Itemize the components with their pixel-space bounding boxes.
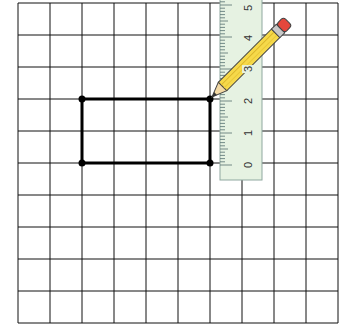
ruler-number: 0 bbox=[242, 161, 254, 169]
ruler-number: 4 bbox=[242, 34, 254, 42]
ruler-number: 1 bbox=[242, 129, 254, 137]
grid-paper bbox=[18, 3, 338, 323]
ruler-number: 3 bbox=[242, 65, 254, 73]
rectangle-drawing bbox=[79, 96, 214, 167]
ruler-number: 5 bbox=[242, 4, 254, 12]
pencil bbox=[208, 17, 292, 101]
ruler-number: 2 bbox=[242, 97, 254, 105]
